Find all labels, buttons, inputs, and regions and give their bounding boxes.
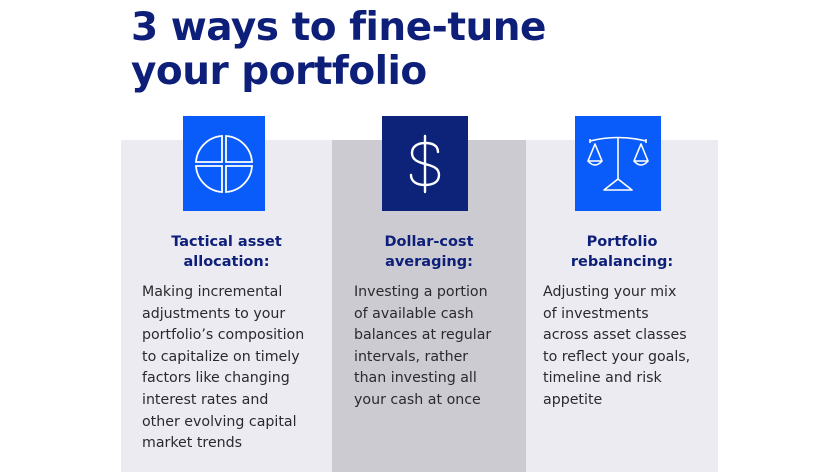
description-line: across asset classes bbox=[543, 327, 687, 344]
card-heading-tactical-asset-allocation: Tactical asset allocation: bbox=[121, 232, 332, 272]
icon-tile-dollar-cost-averaging bbox=[382, 116, 468, 211]
icon-tile-tactical-asset-allocation bbox=[183, 116, 265, 211]
heading-line: rebalancing: bbox=[570, 254, 674, 270]
heading-line: Tactical asset bbox=[171, 234, 282, 250]
description-line: balances at regular bbox=[354, 327, 492, 344]
description-line: market trends bbox=[142, 435, 243, 452]
description-line: timeline and risk bbox=[543, 370, 662, 387]
icon-tile-portfolio-rebalancing bbox=[575, 116, 661, 211]
card-description-tactical-asset-allocation: Making incremental adjustments to your p… bbox=[142, 282, 332, 455]
description-line: appetite bbox=[543, 391, 603, 408]
description-line: Investing a portion bbox=[354, 284, 488, 300]
heading-line: averaging: bbox=[385, 254, 473, 270]
description-line: Making incremental bbox=[142, 284, 283, 300]
description-line: interest rates and bbox=[142, 391, 269, 408]
balance-scale-icon bbox=[587, 136, 649, 191]
heading-line: Dollar-cost bbox=[384, 234, 474, 250]
heading-line: allocation: bbox=[183, 254, 270, 270]
page-title: 3 ways to fine-tune your portfolio bbox=[131, 6, 546, 94]
heading-line: Portfolio bbox=[586, 234, 658, 250]
description-line: than investing all bbox=[354, 370, 477, 387]
description-line: to capitalize on timely bbox=[142, 348, 300, 365]
description-line: Adjusting your mix bbox=[543, 284, 677, 300]
description-line: your cash at once bbox=[354, 391, 481, 408]
description-line: of investments bbox=[543, 305, 649, 322]
description-line: intervals, rather bbox=[354, 348, 469, 365]
card-description-dollar-cost-averaging: Investing a portion of available cash ba… bbox=[354, 282, 526, 412]
description-line: other evolving capital bbox=[142, 413, 297, 430]
description-line: of available cash bbox=[354, 305, 474, 322]
description-line: portfolio’s composition bbox=[142, 327, 305, 344]
card-heading-portfolio-rebalancing: Portfolio rebalancing: bbox=[526, 232, 718, 272]
description-line: factors like changing bbox=[142, 370, 290, 387]
title-line-1: 3 ways to fine-tune bbox=[131, 5, 546, 50]
description-line: to reflect your goals, bbox=[543, 348, 691, 365]
card-heading-dollar-cost-averaging: Dollar-cost averaging: bbox=[332, 232, 526, 272]
dollar-sign-icon bbox=[409, 134, 441, 193]
pie-quadrants-icon bbox=[195, 134, 253, 193]
description-line: adjustments to your bbox=[142, 305, 286, 322]
card-description-portfolio-rebalancing: Adjusting your mix of investments across… bbox=[543, 282, 718, 412]
title-line-2: your portfolio bbox=[131, 49, 427, 94]
